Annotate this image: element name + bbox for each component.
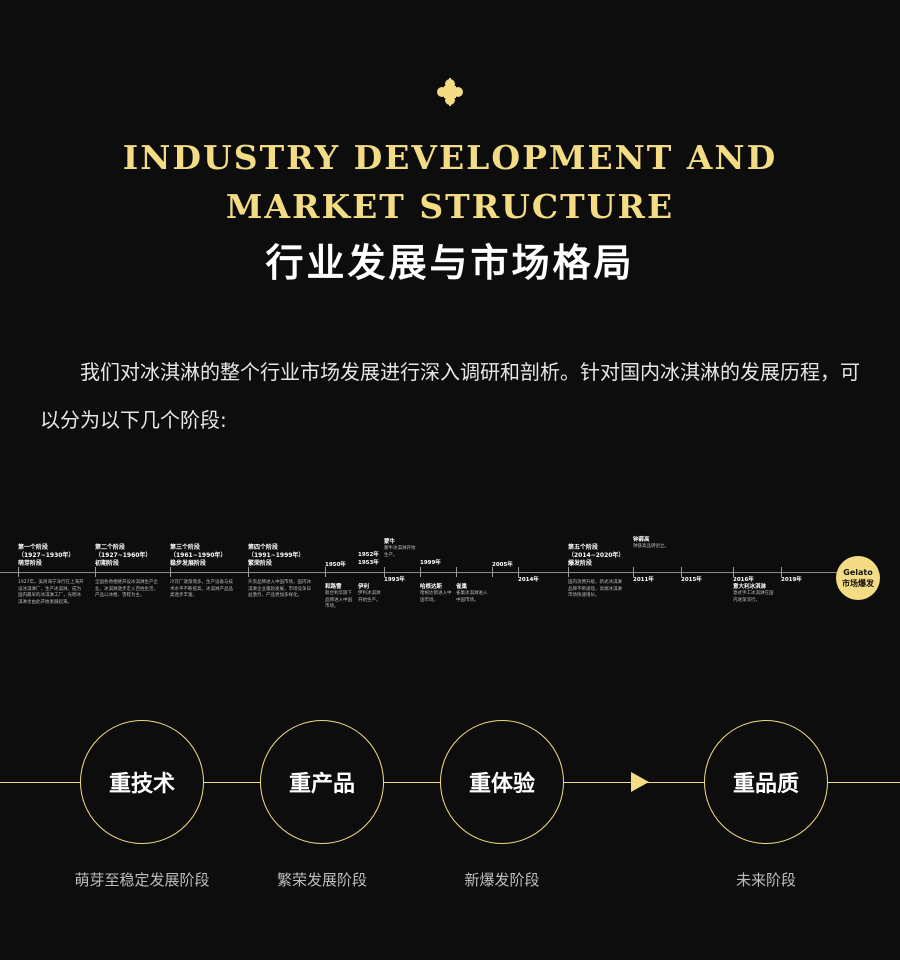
stage-4-name: 繁荣阶段 — [248, 560, 273, 567]
note-text: 哈根达斯进入中国市场。 — [420, 591, 452, 603]
timeline-tick — [492, 567, 493, 577]
stage-2-sub: （1927~1960年） — [95, 552, 152, 559]
flow-step-4: 重品质 — [704, 720, 828, 844]
title-english-line-2: MARKET STRUCTURE — [225, 187, 675, 226]
timeline-tick — [681, 567, 682, 577]
flow-step-1: 重技术 — [80, 720, 204, 844]
end-label-2: 市场爆发 — [842, 579, 874, 588]
year-label: 2015年 — [681, 577, 702, 583]
note-text: 伊利冰淇淋开始生产。 — [358, 591, 381, 603]
year-label: 2005年 — [492, 562, 513, 568]
stage-5-sub: （2014~2020年） — [568, 552, 625, 559]
stage-3-sub: （1961~1990年） — [170, 552, 227, 559]
year-label: 2014年 — [518, 577, 539, 583]
timeline-tick — [568, 567, 569, 577]
note-text: 钟薛高品牌创立。 — [633, 544, 669, 549]
note-text: 蒙牛冰淇淋开始生产。 — [384, 546, 416, 558]
timeline-tick — [95, 567, 96, 577]
note-text: 意式手工冰淇淋在国内逐渐流行。 — [733, 591, 774, 603]
note-title: 伊利 — [358, 584, 370, 590]
stage-2-name: 初期阶段 — [95, 560, 120, 567]
stage-3-name: 稳步发展阶段 — [170, 560, 207, 567]
note-text: 联合利华旗下品牌进入中国市场。 — [325, 591, 352, 609]
timeline-tick — [518, 567, 519, 577]
stage-3-title: 第三个阶段 — [170, 544, 201, 551]
timeline-note: 雀巢 雀巢冰淇淋进入中国市场。 — [456, 584, 490, 604]
timeline-tick — [420, 567, 421, 577]
year-label: 1993年 — [384, 577, 405, 583]
timeline-tick — [384, 567, 385, 577]
stage-5-name: 爆发阶段 — [568, 560, 593, 567]
year-label: 1999年 — [420, 560, 441, 566]
stage-4-sub: （1991~1999年） — [248, 552, 305, 559]
note-title: 雀巢 — [456, 584, 468, 590]
stage-4-text: 外资品牌进入中国市场，国内冰淇淋企业蓬勃发展，市场竞争日益激烈，产品更加多样化。 — [248, 580, 311, 598]
note-text: 雀巢冰淇淋进入中国市场。 — [456, 591, 488, 603]
year-label: 1950年 — [325, 562, 346, 568]
flow-step-3: 重体验 — [440, 720, 564, 844]
stage-1-sub: （1927~1930年） — [18, 552, 75, 559]
stage-2-title: 第二个阶段 — [95, 544, 126, 551]
stage-5-text: 国内消费升级，新式冰淇淋品牌不断涌现，高端冰淇淋市场快速增长。 — [568, 580, 622, 598]
stage-2-text: 全国各地相继开设冰淇淋生产企业，冰淇淋逐步走入百姓生活，产品以冰棍、雪糕为主。 — [95, 580, 158, 598]
stage-5-title: 第五个阶段 — [568, 544, 599, 551]
stage-2: 第二个阶段 （1927~1960年） 初期阶段 — [95, 544, 165, 568]
timeline-tick — [781, 567, 782, 577]
timeline-note: 伊利 伊利冰淇淋开始生产。 — [358, 584, 382, 604]
triangle-right-icon — [631, 772, 649, 792]
timeline-tick — [18, 567, 19, 577]
timeline-tick — [170, 567, 171, 577]
timeline-note: 和路雪 联合利华旗下品牌进入中国市场。 — [325, 584, 355, 611]
timeline-tick — [325, 567, 326, 577]
flow-step-2-label: 繁荣发展阶段 — [276, 871, 367, 889]
quatrefoil-icon — [437, 78, 463, 106]
intro-paragraph: 我们对冰淇淋的整个行业市场发展进行深入调研和剖析。针对国内冰淇淋的发展历程，可以… — [40, 360, 860, 432]
flow-step-4-label: 未来阶段 — [735, 871, 796, 889]
stage-1-name: 萌芽阶段 — [18, 560, 43, 567]
note-title: 蒙牛 — [384, 539, 396, 545]
timeline-tick — [248, 567, 249, 577]
flow-step-1-label: 萌芽至稳定发展阶段 — [74, 871, 210, 889]
stage-1-title: 第一个阶段 — [18, 544, 49, 551]
page-title: 行业发展与市场格局 — [265, 241, 635, 285]
end-label-1: Gelato — [843, 568, 873, 577]
stage-3-text: 冷饮厂逐渐增多，生产设备与技术水平不断提高，冰淇淋产品品类逐步丰富。 — [170, 580, 233, 598]
stage-1: 第一个阶段 （1927~1930年） 萌芽阶段 — [18, 544, 88, 568]
title-english-line-1: INDUSTRY DEVELOPMENT AND — [122, 138, 778, 177]
stage-1-text: 1927年，美商海宁洋行在上海开设冰淇淋厂，生产冰淇淋，成为国内最早的冰淇淋工厂… — [18, 580, 84, 605]
timeline-tick — [633, 567, 634, 577]
stage-4-title: 第四个阶段 — [248, 544, 279, 551]
timeline-tick — [456, 567, 457, 577]
year-label: 2011年 — [633, 577, 654, 583]
flow-step-3-label: 新爆发阶段 — [464, 871, 540, 889]
note-title: 钟薛高 — [633, 537, 650, 543]
year-label: 2016年 — [733, 577, 754, 583]
timeline-note: 哈根达斯 哈根达斯进入中国市场。 — [420, 584, 454, 604]
note-title: 哈根达斯 — [420, 584, 443, 590]
note-title: 意大利冰淇淋 — [733, 584, 767, 590]
timeline-note: 钟薛高 钟薛高品牌创立。 — [633, 537, 677, 551]
year-label: 1952年 — [358, 552, 379, 558]
timeline-end-node: Gelato 市场爆发 — [836, 556, 880, 600]
year-label: 2019年 — [781, 577, 802, 583]
timeline-note: 意大利冰淇淋 意式手工冰淇淋在国内逐渐流行。 — [733, 584, 777, 604]
stage-5: 第五个阶段 （2014~2020年） 爆发阶段 — [568, 544, 638, 568]
timeline-tick — [733, 567, 734, 577]
flow-step-2: 重产品 — [260, 720, 384, 844]
note-title: 和路雪 — [325, 584, 342, 590]
timeline-note: 蒙牛 蒙牛冰淇淋开始生产。 — [384, 539, 416, 559]
year-label: 1953年 — [358, 560, 379, 566]
stage-4: 第四个阶段 （1991~1999年） 繁荣阶段 — [248, 544, 318, 568]
stage-3: 第三个阶段 （1961~1990年） 稳步发展阶段 — [170, 544, 240, 568]
